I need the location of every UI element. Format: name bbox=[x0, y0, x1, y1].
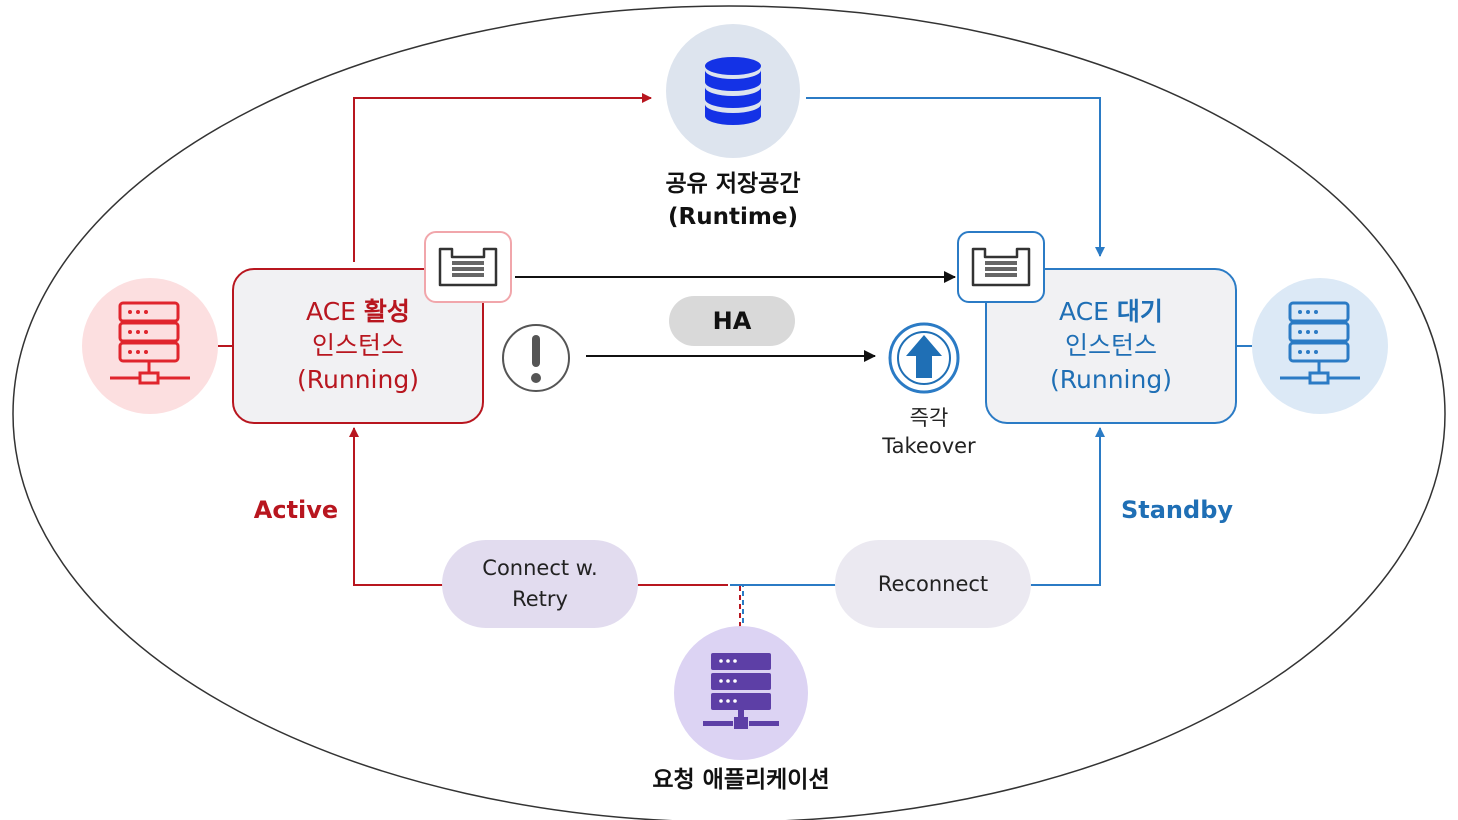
server-icon bbox=[1280, 301, 1360, 385]
takeover-line2: Takeover bbox=[882, 434, 976, 458]
takeover-node bbox=[888, 322, 960, 394]
active-queue-node bbox=[424, 231, 512, 303]
active-title-prefix: ACE bbox=[306, 297, 364, 326]
standby-instance-status: (Running) bbox=[1050, 365, 1172, 394]
active-instance-type: 인스턴스 bbox=[311, 331, 404, 360]
client-app-label: 요청 애플리케이션 bbox=[652, 767, 830, 793]
active-label: Active bbox=[253, 496, 339, 524]
reconnect-pill: Reconnect bbox=[835, 540, 1031, 628]
alert-icon bbox=[502, 324, 570, 392]
active-instance-title: ACE 활성 bbox=[306, 295, 410, 329]
standby-title-state: 대기 bbox=[1116, 297, 1163, 326]
failure-alert-node bbox=[501, 323, 571, 393]
active-to-storage-arrow bbox=[353, 93, 652, 262]
queue-icon bbox=[971, 247, 1031, 287]
cluster-boundary bbox=[12, 5, 1446, 820]
takeover-label: 즉각 Takeover bbox=[850, 404, 1008, 460]
shared-storage-label: 공유 저장공간 (Runtime) bbox=[600, 168, 866, 234]
active-server-node bbox=[82, 278, 218, 414]
standby-queue-node bbox=[957, 231, 1045, 303]
arrow-up-icon bbox=[888, 322, 960, 394]
takeover-line1: 즉각 bbox=[909, 406, 949, 430]
shared-storage-node bbox=[666, 24, 800, 158]
active-title-state: 활성 bbox=[363, 297, 410, 326]
shared-storage-subtitle: (Runtime) bbox=[668, 204, 798, 230]
storage-to-standby-arrow bbox=[806, 97, 1105, 257]
active-instance-status: (Running) bbox=[297, 365, 419, 394]
connect-retry-pill: Connect w. Retry bbox=[442, 540, 638, 628]
active-instance-box: ACE 활성 인스턴스 (Running) bbox=[232, 268, 484, 424]
shared-storage-title: 공유 저장공간 bbox=[665, 171, 801, 197]
standby-instance-type: 인스턴스 bbox=[1064, 331, 1157, 360]
server-icon bbox=[703, 653, 779, 729]
standby-instance-title: ACE 대기 bbox=[1059, 295, 1163, 329]
connect-retry-line2: Retry bbox=[512, 587, 568, 611]
server-icon bbox=[110, 301, 190, 385]
database-icon bbox=[705, 57, 761, 125]
standby-title-prefix: ACE bbox=[1059, 297, 1117, 326]
queue-icon bbox=[438, 247, 498, 287]
connect-retry-line1: Connect w. bbox=[482, 556, 598, 580]
standby-label: Standby bbox=[1120, 496, 1234, 524]
standby-server-node bbox=[1252, 278, 1388, 414]
ha-badge: HA bbox=[669, 296, 795, 346]
client-app-node bbox=[674, 626, 808, 760]
